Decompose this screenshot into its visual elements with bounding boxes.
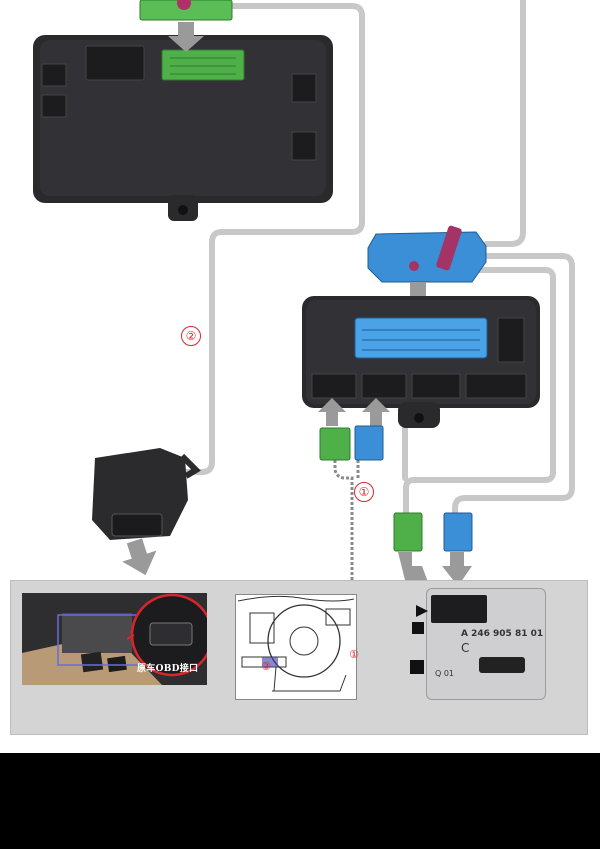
cable-upper-right — [483, 0, 526, 247]
green-plug-body — [139, 0, 233, 21]
middle-socket-1 — [311, 373, 357, 399]
ignition-part-number: A 246 905 81 01 — [461, 629, 544, 639]
blue-plug-latch — [436, 225, 462, 271]
upper-socket-side — [41, 63, 67, 87]
cable-obd — [182, 3, 365, 475]
ignition-code: Q 01 — [435, 669, 455, 678]
upper-socket-left — [85, 45, 145, 81]
obd-cable-exit — [179, 453, 201, 479]
cable-chain — [333, 460, 425, 612]
upper-control-module — [33, 35, 333, 221]
middle-socket-side — [497, 317, 525, 363]
middle-socket-2 — [361, 373, 407, 399]
middle-socket-4 — [465, 373, 527, 399]
blue-plug-pin — [409, 261, 419, 271]
upper-socket-side-2 — [41, 94, 67, 118]
middle-control-module — [302, 296, 540, 428]
cable-blue-branch — [452, 253, 575, 518]
upper-socket-right-2 — [291, 131, 317, 161]
dashboard-lines — [237, 595, 355, 692]
blue-plug-body — [367, 231, 487, 283]
green-plug-top — [139, 0, 233, 21]
cable-1-marker: ① — [354, 482, 374, 502]
bottom-black-band — [0, 753, 600, 849]
dashboard-drawing — [235, 594, 357, 700]
blue-plug-lower — [443, 512, 473, 552]
middle-socket-3 — [411, 373, 461, 399]
green-socket — [161, 49, 245, 81]
dash-marker-1: ① — [349, 648, 359, 661]
arrow-down-icon-3 — [122, 538, 157, 576]
obd-connector — [92, 448, 201, 540]
obd-port-photo: 原车OBD接口 — [22, 593, 207, 685]
cable-green-branch — [403, 267, 556, 517]
ignition-sockets — [431, 595, 487, 623]
blue-socket — [354, 317, 488, 359]
cable-harness — [182, 0, 575, 518]
arrow-down-icon-4 — [398, 552, 428, 582]
cable-2-marker: ② — [181, 326, 201, 346]
green-plug-lower — [393, 512, 423, 552]
obd-photo-caption: 原车OBD接口 — [137, 664, 199, 674]
obd-photo-drawing — [22, 593, 207, 685]
arrow-up-icon — [318, 398, 346, 426]
upper-module-hole — [178, 205, 188, 215]
obd-face — [111, 513, 163, 537]
blue-plug-top — [367, 225, 487, 283]
dash-marker-2: ② — [261, 660, 271, 673]
arrow-down-icon-5 — [442, 552, 472, 586]
arrow-up-icon-2 — [362, 398, 390, 426]
arrow-down-icon — [168, 22, 204, 52]
blue-plug-small — [354, 425, 384, 461]
upper-socket-right — [291, 73, 317, 103]
ignition-key-slot — [479, 657, 525, 673]
plug-latch — [177, 0, 191, 10]
ignition-module: A 246 905 81 01 C Q 01 — [426, 588, 546, 700]
middle-module-hole — [414, 413, 424, 423]
ignition-variant: C — [461, 641, 470, 655]
green-plug-small — [319, 427, 351, 461]
